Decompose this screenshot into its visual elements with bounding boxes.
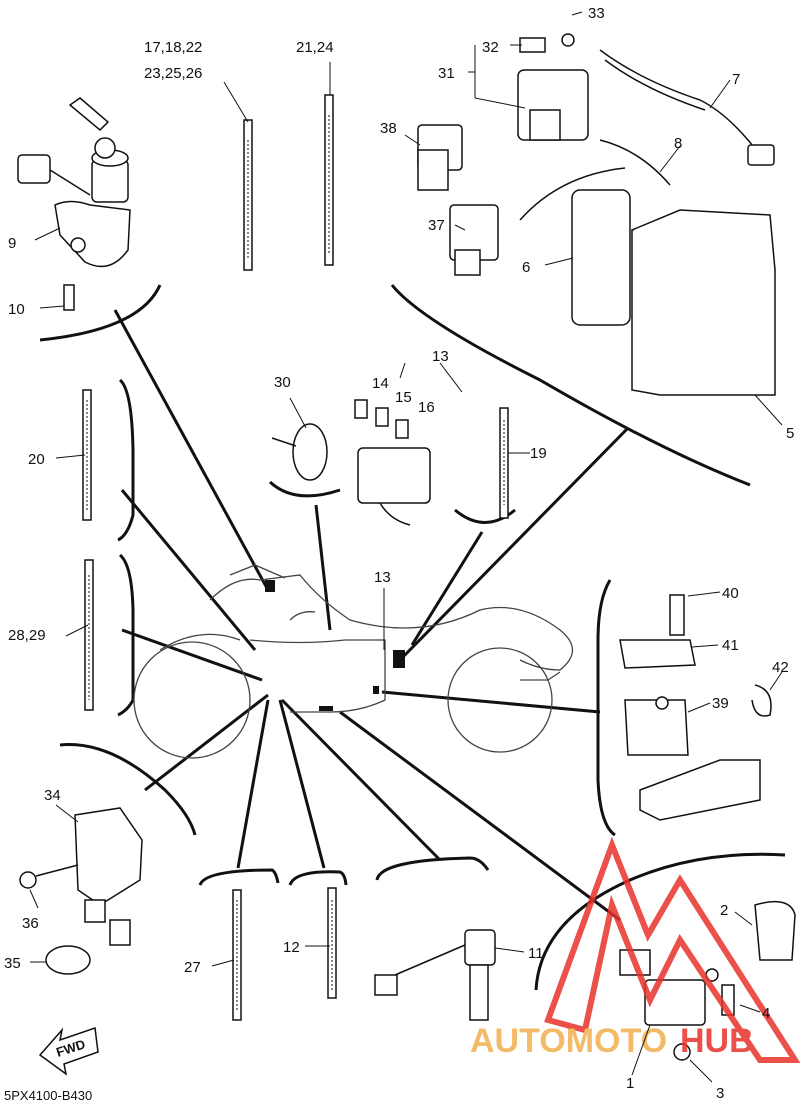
watermark-logo: AUTOMOTO HUB: [470, 836, 800, 1063]
callout-3: 3: [716, 1085, 724, 1102]
callout-2: 2: [720, 902, 728, 919]
callout-34: 34: [44, 787, 61, 804]
callout-19: 19: [530, 445, 547, 462]
main-switch-part: [17, 97, 131, 311]
callout-13-top: 13: [432, 348, 449, 365]
cable-tie-teeth: [86, 115, 505, 1010]
motorcycle-markers: [265, 580, 405, 711]
callout-28-29: 28,29: [8, 627, 46, 644]
callout-7: 7: [732, 71, 740, 88]
watermark-hub: HUB: [680, 1022, 754, 1060]
callout-23-25-26: 23,25,26: [144, 65, 202, 82]
callout-31: 31: [438, 65, 455, 82]
callout-30: 30: [274, 374, 291, 391]
callout-38: 38: [380, 120, 397, 137]
watermark-auto: AUTOMOTO: [470, 1022, 667, 1060]
group-brackets: [39, 284, 786, 991]
callout-11: 11: [528, 945, 544, 962]
callout-12: 12: [283, 939, 300, 956]
callout-41: 41: [722, 637, 739, 654]
diagram-code: 5PX4100-B430: [4, 1088, 92, 1103]
rectifier-part: [19, 807, 143, 975]
callout-labels: 17,18,22 23,25,26 21,24 32 31 33 7 8 38 …: [4, 5, 794, 1102]
callout-5: 5: [786, 425, 794, 442]
starter-relay-part: [417, 33, 589, 276]
motorcycle-outline: [133, 564, 574, 759]
callout-33: 33: [588, 5, 605, 22]
fwd-arrow-icon: FWD: [38, 1026, 99, 1076]
callout-13-mid: 13: [374, 569, 391, 586]
callout-35: 35: [4, 955, 21, 972]
callout-17-18-22: 17,18,22: [144, 39, 202, 56]
callout-10: 10: [8, 301, 25, 318]
callout-27: 27: [184, 959, 201, 976]
callout-21-24: 21,24: [296, 39, 334, 56]
callout-37: 37: [428, 217, 445, 234]
sensor-parts: [619, 594, 772, 821]
callout-8: 8: [674, 135, 682, 152]
callout-32: 32: [482, 39, 499, 56]
callout-16: 16: [418, 399, 435, 416]
leader-lines: [113, 309, 630, 922]
callout-40: 40: [722, 585, 739, 602]
callout-39: 39: [712, 695, 729, 712]
battery-parts: [519, 49, 776, 396]
callout-42: 42: [772, 659, 789, 676]
callout-15: 15: [395, 389, 412, 406]
callout-leaders: [29, 11, 783, 1083]
callout-9: 9: [8, 235, 16, 252]
callout-1: 1: [626, 1075, 634, 1092]
callout-6: 6: [522, 259, 530, 276]
fuse-parts: [271, 399, 431, 526]
callout-20: 20: [28, 451, 45, 468]
callout-36: 36: [22, 915, 39, 932]
callout-14: 14: [372, 375, 389, 392]
callout-4: 4: [762, 1005, 770, 1022]
